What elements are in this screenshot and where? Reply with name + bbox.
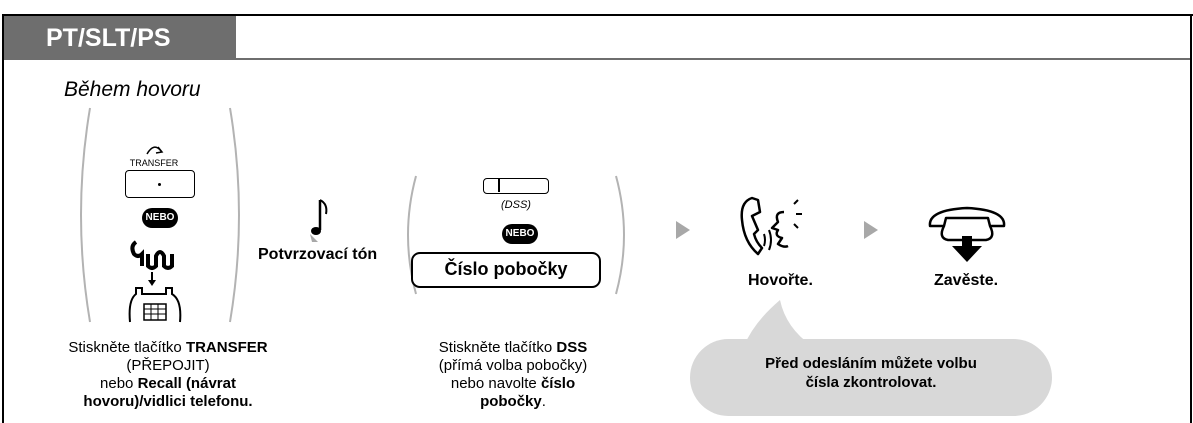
step1-instr-l3b: Recall (návrat [137, 375, 236, 392]
step3-instructions: Stiskněte tlačítko DSS (přímá volba pobo… [388, 339, 638, 411]
arrow-2 [864, 221, 878, 239]
arrow-1 [676, 221, 690, 239]
extension-number-button: Číslo pobočky [411, 252, 601, 288]
transfer-key-label: TRANSFER [129, 158, 179, 168]
step1-instr-l3a: nebo [100, 375, 138, 392]
dss-key [483, 178, 549, 194]
frame-top-border [2, 14, 1193, 16]
transfer-key [125, 170, 195, 198]
dss-label: (DSS) [501, 199, 531, 211]
step1-instructions: Stiskněte tlačítko TRANSFER (PŘEPOJIT) n… [32, 339, 304, 411]
note-bubble: Před odesláním můžete volbu čísla zkontr… [690, 339, 1052, 416]
confirmation-tone-label: Potvrzovací tón [258, 246, 378, 263]
during-call-label: Během hovoru [64, 78, 201, 101]
hang-up-label: Zavěste. [934, 272, 999, 289]
step1-parentheses [80, 107, 240, 323]
step3-instr-l4: pobočky [480, 393, 542, 410]
step1-instr-l4: hovoru)/vidlici telefonu. [83, 393, 253, 410]
hang-up-icon [928, 206, 1006, 262]
note-line-1: Před odesláním můžete volbu [765, 355, 977, 372]
step3-instr-l2: (přímá volba pobočky) [438, 357, 588, 374]
or-badge-2: NEBO [502, 224, 538, 244]
step3-instr-l3b: číslo [540, 375, 576, 392]
or-badge-1: NEBO [142, 208, 178, 228]
hand-press-icon [128, 240, 182, 323]
header-tab: PT/SLT/PS [4, 16, 236, 60]
header-rule [4, 58, 1190, 60]
step1-instr-l1b: TRANSFER [185, 339, 268, 356]
frame-right-border [1190, 14, 1192, 423]
step1-instr-l1a: Stiskněte tlačítko [68, 339, 186, 356]
step3-instr-l3a: nebo navolte [450, 375, 541, 392]
talk-icon [740, 196, 802, 256]
frame-left-border [2, 14, 4, 423]
note-line-2: čísla zkontrolovat. [805, 374, 937, 391]
music-note-icon [310, 199, 328, 242]
step3-instr-l4-end: . [541, 393, 546, 410]
step3-instr-l1a: Stiskněte tlačítko [438, 339, 557, 356]
talk-label: Hovořte. [748, 272, 813, 289]
step3-instr-l1b: DSS [556, 339, 588, 356]
note-bubble-tail [744, 300, 812, 346]
step1-instr-l2: (PŘEPOJIT) [126, 357, 210, 374]
transfer-arrow-icon [146, 146, 164, 155]
